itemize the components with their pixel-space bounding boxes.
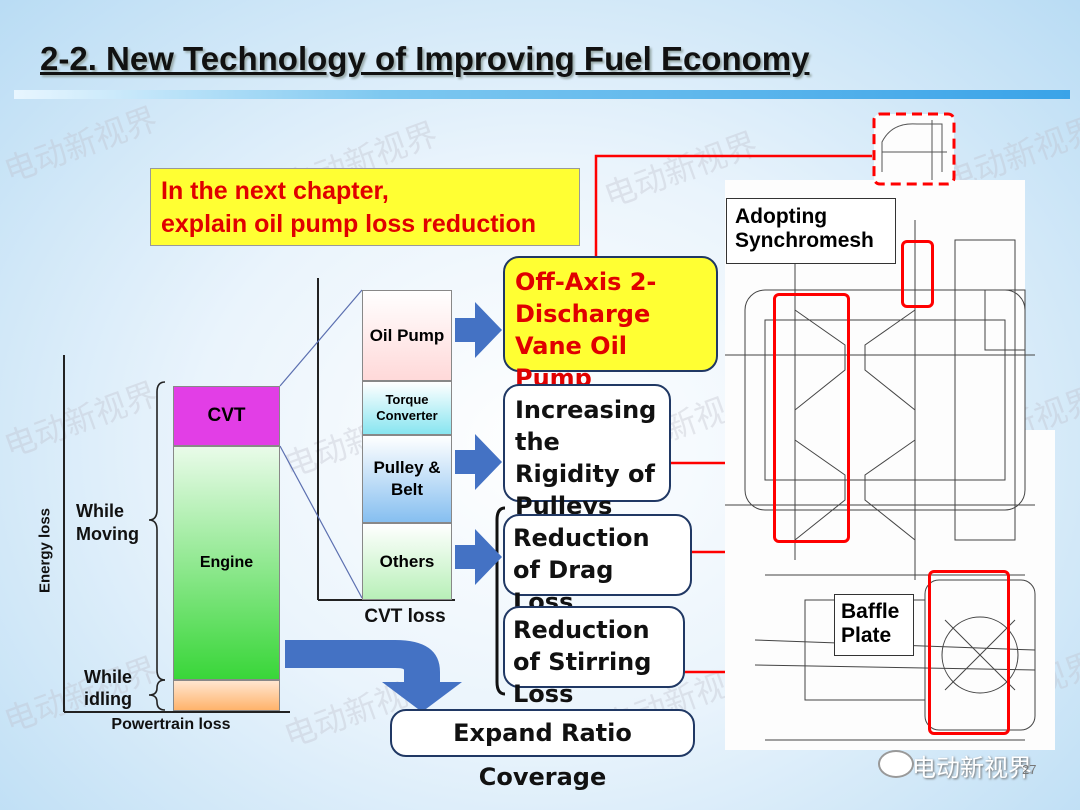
label-while-moving: While Moving <box>76 501 139 544</box>
arrow-oil-pump <box>455 302 502 358</box>
expansion-line-top <box>279 289 363 387</box>
callout-line-1: In the next chapter, <box>161 177 389 205</box>
bar-idle <box>173 680 280 711</box>
callout-line-2: explain oil pump loss reduction <box>161 210 537 238</box>
cvt-bar-pulley-belt: Pulley & Belt <box>362 435 452 523</box>
bar-engine: Engine <box>173 446 280 680</box>
cvt-bar-others: Others <box>362 523 452 600</box>
while-moving-brace <box>148 381 166 681</box>
title-underline-bar <box>14 90 1070 99</box>
cvt-bar-torque-converter: Torque Converter <box>362 381 452 435</box>
x-axis-label-powertrain: Powertrain loss <box>111 716 231 733</box>
wechat-icon <box>878 750 914 778</box>
x-axis-label-cvt: CVT loss <box>364 606 446 627</box>
callout-box: In the next chapter, explain oil pump lo… <box>150 168 580 246</box>
bar-cvt: CVT <box>173 386 280 446</box>
arrow-expand-ratio <box>285 640 462 712</box>
tag-synchromesh: Adopting Synchromesh <box>726 198 896 264</box>
highlight-synchromesh <box>901 240 934 308</box>
expansion-line-bottom <box>279 445 363 599</box>
cvt-bar-oil-pump: Oil Pump <box>362 290 452 381</box>
measure-stirring-loss: Reduction of Stirring Loss <box>503 606 685 708</box>
page-number: 27 <box>1022 762 1037 777</box>
measure-oil-pump: Off-Axis 2-Discharge Vane Oil Pump <box>503 256 718 392</box>
arrow-pulley <box>455 434 502 490</box>
footer-brand: 电动新视界 <box>912 754 1032 782</box>
page-title: 2-2. New Technology of Improving Fuel Ec… <box>40 40 810 77</box>
oil-pump-detail <box>872 112 956 186</box>
measure-expand-ratio: Expand Ratio Coverage <box>390 709 695 791</box>
measure-drag-loss: Reduction of Drag Loss <box>503 514 692 616</box>
tag-baffle-plate: Baffle Plate <box>834 594 914 656</box>
measures-bracket <box>495 506 506 696</box>
highlight-baffle <box>928 570 1010 735</box>
while-idling-brace <box>148 679 166 711</box>
y-axis-label: Energy loss <box>36 507 54 594</box>
highlight-pulley <box>773 293 850 543</box>
label-while-idling: While idling <box>84 667 132 709</box>
measure-pulley-rigidity: Increasing the Rigidity of Pulleys <box>503 384 671 520</box>
red-line-oil-pump <box>594 154 872 256</box>
arrow-others <box>455 529 502 585</box>
